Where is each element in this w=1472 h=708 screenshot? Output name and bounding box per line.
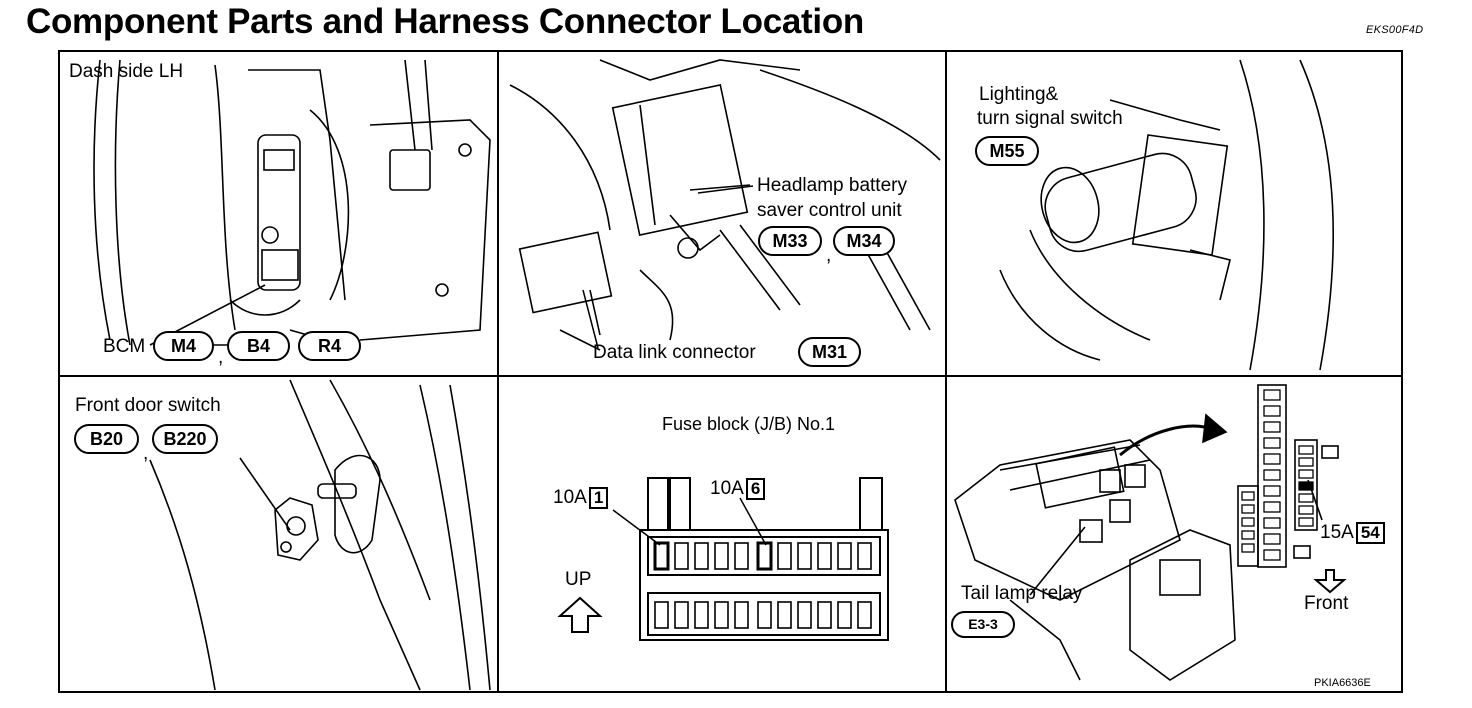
fuse-tab-2 xyxy=(669,477,691,531)
connector-separator: , xyxy=(826,245,832,266)
connector-separator: , xyxy=(143,443,149,464)
connector-m55: M55 xyxy=(975,136,1039,166)
headlamp-unit-label-line1: Headlamp battery xyxy=(757,175,907,196)
front-door-switch-label: Front door switch xyxy=(75,395,221,416)
up-label: UP xyxy=(565,569,592,590)
dash-side-label: Dash side LH xyxy=(69,61,184,82)
connector-m4: M4 xyxy=(153,331,214,361)
fuse-54-amperage: 15A xyxy=(1320,522,1354,543)
relay-fuse-slots xyxy=(1241,389,1314,561)
fuse-1-number: 1 xyxy=(588,487,609,509)
connector-b4: B4 xyxy=(227,331,290,361)
fuse-1-amperage: 10A xyxy=(553,487,587,508)
lighting-switch-label-line2: turn signal switch xyxy=(977,108,1123,129)
data-link-connector-label: Data link connector xyxy=(593,342,756,363)
diagram-frame xyxy=(58,50,1403,693)
door-illustration xyxy=(149,379,491,691)
page-title: Component Parts and Harness Connector Lo… xyxy=(26,2,864,41)
fuse-slots xyxy=(653,541,872,629)
connector-m33: M33 xyxy=(758,226,822,256)
connector-b220: B220 xyxy=(152,424,218,454)
fuse-54-number: 54 xyxy=(1355,522,1385,544)
fuse-6-number: 6 xyxy=(745,478,766,500)
figure-id: PKIA6636E xyxy=(1314,677,1371,689)
tail-lamp-relay-label: Tail lamp relay xyxy=(961,583,1083,604)
fuse-tab-3 xyxy=(859,477,883,531)
connector-e3-3: E3-3 xyxy=(951,611,1015,638)
fuse-tab-1 xyxy=(647,477,669,531)
lighting-illustration xyxy=(999,59,1334,371)
fuse-block-title: Fuse block (J/B) No.1 xyxy=(662,414,836,434)
dash-illustration xyxy=(93,59,491,351)
relay-illustration xyxy=(954,384,1347,681)
connector-separator: , xyxy=(218,347,224,368)
headlamp-unit-label-line2: saver control unit xyxy=(757,200,902,221)
document-code: EKS00F4D xyxy=(1366,24,1424,36)
connector-m31: M31 xyxy=(798,337,861,367)
fuse-block-illustration xyxy=(557,477,889,641)
lighting-switch-label-line1: Lighting& xyxy=(979,84,1059,105)
front-label: Front xyxy=(1304,593,1349,614)
connector-m34: M34 xyxy=(833,226,895,256)
fuse-6-amperage: 10A xyxy=(710,478,744,499)
bcm-label: BCM xyxy=(103,336,146,357)
connector-b20: B20 xyxy=(74,424,139,454)
connector-r4: R4 xyxy=(298,331,361,361)
